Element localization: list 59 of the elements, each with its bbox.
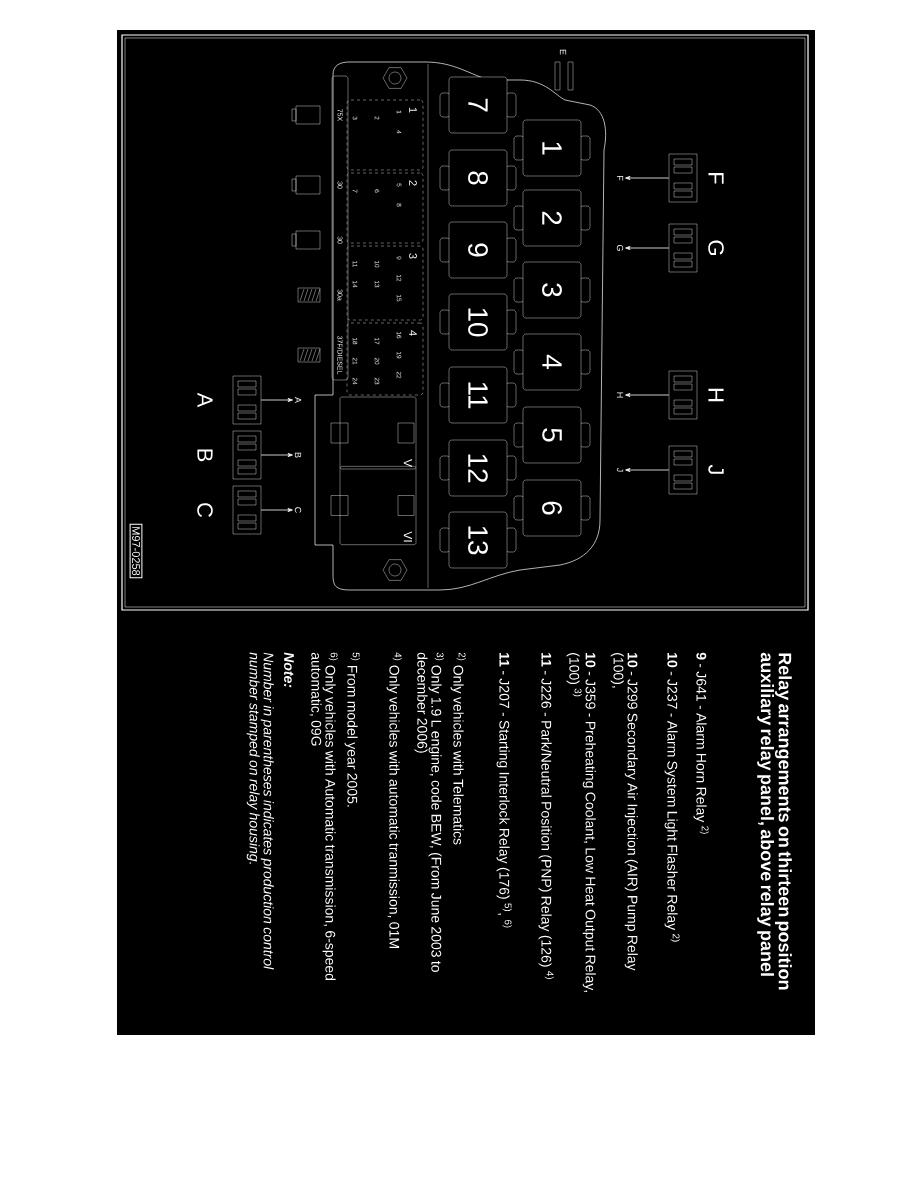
- node-label: B: [197, 449, 213, 462]
- terminal-label: E: [559, 49, 567, 55]
- relay-list-entry: 11 - J207 - Starting Interlock Relay (176) $^{5)}$, $^{6)}$: [496, 653, 512, 928]
- arrow: [260, 508, 293, 512]
- footnote: $^{5)}$ From model year 2005.: [344, 652, 360, 807]
- socket-letter: G: [616, 244, 624, 251]
- relay-list-entry: 11 - J226 - Park/Neutral Position (PNP) Relay (126) $^{4)}$: [538, 653, 554, 979]
- connector-drawing: G: [668, 223, 724, 273]
- heading: Relay arrangements on thirteen position auxiliary relay panel, above relay panel: [757, 652, 792, 990]
- relay-socket: 12: [439, 439, 517, 497]
- relay-socket: 13: [439, 511, 517, 569]
- note-text: Number in parentheses indicates production control number stamped on relay housing.: [246, 652, 274, 970]
- relay-list-entry: 10 - J359 - Preheating Coolant, Low Heat Output Relay, (100) $^{3)}$: [566, 653, 596, 992]
- relay-socket: 10: [439, 293, 517, 351]
- arrow: [625, 176, 670, 180]
- relay-socket: 2: [513, 189, 591, 247]
- relay-socket: 7: [439, 76, 517, 134]
- connector-drawing: H: [668, 370, 724, 420]
- node-label: H: [708, 388, 724, 402]
- node-label: F: [708, 173, 724, 184]
- connector-drawing: B: [197, 430, 262, 480]
- relay-socket: 4: [513, 333, 591, 391]
- relay-socket: 3: [513, 261, 591, 319]
- socket-letter: A: [294, 397, 302, 403]
- relay-list-entry: 10 - J299 Secondary Air Injection (AIR) Pump Relay (100),: [610, 653, 638, 971]
- socket-letter: F: [616, 176, 624, 181]
- connector-drawing: A: [197, 375, 262, 425]
- figure-code: M97-0258: [129, 523, 143, 579]
- node-label: G: [708, 240, 724, 255]
- arrow: [625, 393, 670, 397]
- relay-list-entry: 9 - J641 - Alarm Horn Relay $^{2)}$: [693, 652, 709, 834]
- footnote: $^{4)}$ Only vehicles with automatic tranmission, 01M: [386, 652, 402, 948]
- connector-drawing: C: [197, 485, 262, 535]
- arrow: [625, 246, 670, 250]
- footnote: $^{2)}$ Only vehicles with Telematics: [450, 652, 466, 845]
- socket-letter: C: [294, 507, 302, 513]
- connector-drawing: F: [668, 153, 724, 203]
- note-heading: Note:: [284, 652, 294, 688]
- socket-letter: B: [294, 452, 302, 458]
- arrow: [260, 453, 293, 457]
- node-label: C: [197, 503, 213, 518]
- relay-socket: 6: [513, 479, 591, 537]
- node-label: A: [197, 392, 213, 408]
- relay-position: V: [330, 396, 417, 470]
- relay-socket: 5: [513, 406, 591, 464]
- arrow: [625, 468, 670, 472]
- footnote: $^{6)}$ Only vehicles with Automatic transmission, 6-speed automatic, 09G: [309, 652, 338, 981]
- relay-socket: 1: [513, 119, 591, 177]
- socket-letter: J: [616, 467, 624, 472]
- socket-letter: H: [616, 392, 624, 398]
- connector-drawing: J: [668, 445, 724, 495]
- arrow: [260, 398, 293, 402]
- node-label: J: [708, 464, 724, 474]
- relay-socket: 8: [439, 149, 517, 207]
- relay-position: VI: [330, 466, 417, 545]
- relay-socket: 11: [439, 366, 517, 424]
- relay-socket: 9: [439, 221, 517, 279]
- footnote: $^{3)}$ Only 1.9 L engine, code BEW, (From June 2003 to december 2006): [414, 652, 444, 972]
- relay-list-entry: 10 - J237 - Alarm System Light Flasher Relay $^{2)}$: [664, 653, 680, 942]
